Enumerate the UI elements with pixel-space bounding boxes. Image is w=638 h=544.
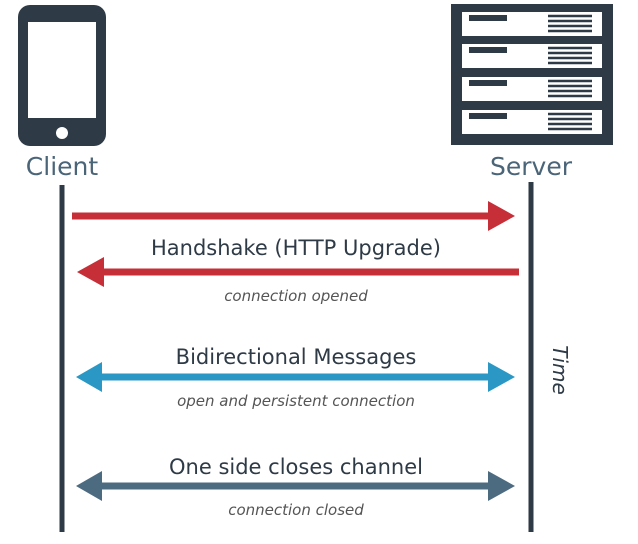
server-rack-icon [451, 4, 613, 145]
bidirectional-arrow [76, 362, 515, 392]
step-caption: open and persistent connection [177, 392, 415, 410]
close-arrow [76, 471, 515, 501]
response-arrow [77, 257, 519, 287]
step-title: Bidirectional Messages [176, 345, 417, 369]
time-label: Time [548, 345, 572, 395]
client-label: Client [26, 152, 99, 181]
phone-icon [18, 5, 106, 146]
request-arrow [72, 201, 515, 231]
server-label: Server [490, 152, 573, 181]
step-title: Handshake (HTTP Upgrade) [151, 236, 441, 260]
step-caption: connection opened [224, 287, 368, 305]
step-caption: connection closed [228, 501, 364, 519]
step-title: One side closes channel [169, 455, 423, 479]
